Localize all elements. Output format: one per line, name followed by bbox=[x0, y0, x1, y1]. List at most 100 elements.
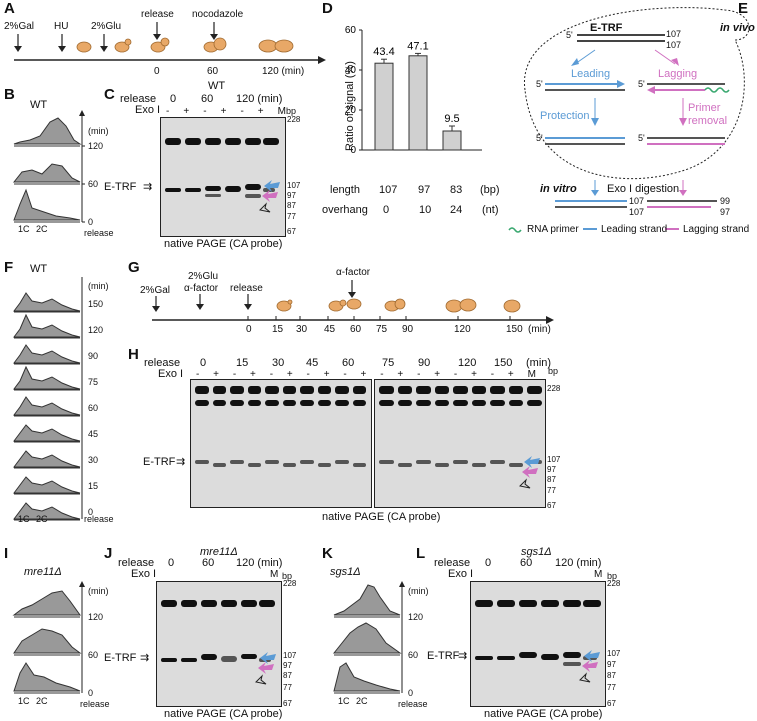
gel-band-top bbox=[397, 386, 412, 394]
flow-histograms-b bbox=[12, 110, 85, 223]
gel-band-etrf bbox=[265, 460, 279, 464]
etrf-label-c: E-TRF bbox=[104, 181, 137, 193]
h-time: 75 bbox=[382, 357, 395, 369]
gel-band-top bbox=[300, 386, 314, 394]
legend-lagging: Lagging strand bbox=[683, 224, 750, 235]
len-83: 83 bbox=[450, 184, 463, 196]
etrf-label-h: E-TRF bbox=[143, 456, 176, 468]
gel-band-etrf bbox=[416, 460, 431, 464]
panel-label-h: H bbox=[128, 346, 139, 363]
n97: 97 bbox=[720, 207, 731, 217]
etrf-label-e: E-TRF bbox=[590, 22, 623, 34]
flow-tick-i-0: 0 bbox=[88, 688, 94, 698]
caption-l: native PAGE (CA probe) bbox=[484, 708, 603, 720]
gel-band-top2 bbox=[265, 400, 279, 406]
value-label: 9.5 bbox=[444, 113, 459, 125]
h-bp: bp bbox=[548, 366, 559, 376]
flow-histogram bbox=[13, 344, 81, 364]
gel-band-top bbox=[490, 386, 505, 394]
ladder-c-77: 77 bbox=[287, 212, 296, 221]
invivo-label: in vivo bbox=[720, 22, 755, 34]
flow-x1-k: 1C bbox=[338, 696, 350, 706]
ladder-h-77: 77 bbox=[547, 486, 556, 495]
j-bp: bp bbox=[282, 571, 293, 581]
gel-band-etrf bbox=[352, 463, 366, 467]
ladder-h-228: 228 bbox=[547, 384, 561, 393]
gel-band-top bbox=[379, 386, 394, 394]
signs-row-c: - + - + - + M bbox=[166, 106, 286, 117]
panel-label-c: C bbox=[104, 86, 115, 103]
release-label-h: release bbox=[144, 357, 181, 369]
l-time-0: 0 bbox=[485, 557, 492, 569]
sign-h: + bbox=[323, 369, 330, 380]
gel-band-top2 bbox=[397, 400, 412, 406]
ladder-j-107: 107 bbox=[283, 651, 297, 660]
l-time-120: 120 (min) bbox=[555, 557, 602, 569]
flow-tick-f: 30 bbox=[88, 455, 99, 465]
sign-h: + bbox=[434, 369, 441, 380]
gel-band-top2 bbox=[300, 400, 314, 406]
protection-label: Protection bbox=[540, 110, 590, 122]
gel-band-etrf bbox=[453, 460, 468, 464]
oh-24: 24 bbox=[450, 204, 463, 216]
gel-title-j: mre11Δ bbox=[200, 546, 238, 558]
ladder-h-87: 87 bbox=[547, 475, 556, 484]
sign-h: - bbox=[196, 369, 200, 380]
five-prime-3: 5' bbox=[638, 79, 645, 89]
panel-label-i: I bbox=[4, 545, 9, 562]
ladder-h-97: 97 bbox=[547, 465, 556, 474]
h-time: 120 bbox=[458, 357, 477, 369]
flow-unit-b: (min) bbox=[88, 126, 109, 136]
gel-band-top2 bbox=[453, 400, 468, 406]
gel-band-top bbox=[335, 386, 349, 394]
gel-band-top2 bbox=[212, 400, 226, 406]
flow-histogram bbox=[13, 476, 81, 494]
step-nocodazole: nocodazole bbox=[192, 9, 244, 20]
g-step-afactor2: α-factor bbox=[336, 267, 371, 278]
gel-band-top2 bbox=[508, 400, 523, 406]
flow-x1-b: 1C bbox=[18, 224, 30, 234]
flow-tick-f: 90 bbox=[88, 351, 99, 361]
flow-tick-k-120: 120 bbox=[408, 612, 424, 622]
g-step-afactor1: α-factor bbox=[184, 283, 219, 294]
invitro-label: in vitro bbox=[540, 183, 577, 195]
release-label-c: release bbox=[120, 93, 157, 105]
flow-histogram bbox=[13, 313, 81, 338]
gel-band-etrf bbox=[379, 460, 394, 464]
sign-h: + bbox=[397, 369, 404, 380]
y-tick-label: 0 bbox=[350, 145, 356, 156]
sign-c-3: - bbox=[203, 106, 207, 117]
bar bbox=[374, 62, 394, 151]
gel-band-etrf bbox=[471, 463, 486, 467]
flow-tick-k-60: 60 bbox=[408, 650, 419, 660]
flow-release-i: release bbox=[80, 699, 110, 709]
caption-c: native PAGE (CA probe) bbox=[164, 238, 283, 250]
legend-rna: RNA primer bbox=[527, 224, 579, 235]
sign-h: - bbox=[380, 369, 384, 380]
sign-h: - bbox=[269, 369, 274, 380]
ladder-c-228: 228 bbox=[287, 115, 301, 124]
g-time: 60 bbox=[350, 324, 362, 335]
flow-histogram bbox=[13, 396, 81, 416]
schematic-e bbox=[508, 7, 750, 233]
timeline-g bbox=[152, 280, 554, 324]
panel-label-b: B bbox=[4, 86, 15, 103]
sign-h: + bbox=[286, 369, 293, 380]
ladder-c-97: 97 bbox=[287, 191, 296, 200]
flow-x2-b: 2C bbox=[36, 224, 48, 234]
gel-band-etrf bbox=[247, 463, 261, 467]
leading-label: Leading bbox=[571, 68, 611, 80]
oh-10: 10 bbox=[419, 204, 432, 216]
gel-h-right bbox=[374, 379, 546, 508]
arrows-h bbox=[518, 456, 540, 489]
ladder-l-67: 67 bbox=[607, 699, 616, 708]
g-time: 0 bbox=[246, 324, 252, 335]
flow-tick-b-120: 120 bbox=[88, 141, 104, 151]
n107-1: 107 bbox=[666, 29, 682, 39]
gel-band-etrf bbox=[282, 463, 296, 467]
gel-band-top bbox=[247, 386, 261, 394]
gel-band-top2 bbox=[282, 400, 296, 406]
gel-band-top bbox=[265, 386, 279, 394]
unit-nt: (nt) bbox=[482, 204, 499, 216]
